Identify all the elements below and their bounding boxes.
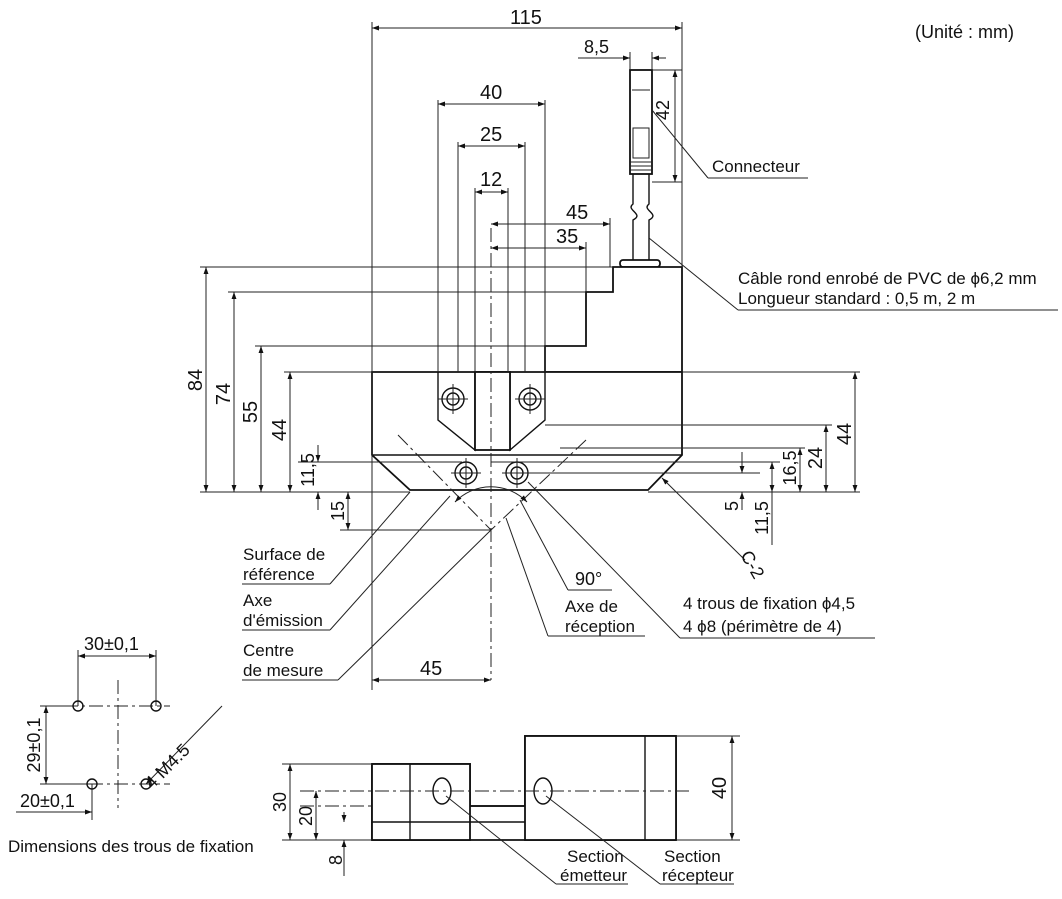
callout-emission-line2: d'émission bbox=[243, 611, 323, 630]
mounting-hole bbox=[451, 458, 481, 488]
callout-cable-line2: Longueur standard : 0,5 m, 2 m bbox=[738, 289, 975, 308]
callout-center-line1: Centre bbox=[243, 641, 294, 660]
dim-connector-width: 8,5 bbox=[584, 37, 609, 57]
angle-arc bbox=[454, 486, 528, 503]
dim-hole-x: 30±0,1 bbox=[84, 634, 139, 654]
callout-holes-line1: 4 trous de fixation ϕ4,5 bbox=[683, 594, 855, 613]
hole-pattern-caption: Dimensions des trous de fixation bbox=[8, 837, 254, 856]
dim-w12: 12 bbox=[480, 169, 502, 191]
dim-side-20: 20 bbox=[296, 806, 316, 826]
callout-center-line2: de mesure bbox=[243, 661, 323, 680]
dim-h44-left: 44 bbox=[269, 419, 291, 441]
reception-axis bbox=[490, 439, 587, 531]
connector-body bbox=[629, 69, 653, 175]
dim-connector-length: 42 bbox=[653, 100, 673, 120]
measuring-slot bbox=[474, 371, 511, 451]
dim-w45: 45 bbox=[566, 202, 588, 224]
housing-lower bbox=[371, 371, 683, 491]
dim-h55: 55 bbox=[240, 401, 262, 423]
thread-label: 4 M4.5 bbox=[141, 740, 194, 793]
thread-hole bbox=[72, 700, 84, 712]
housing-upper bbox=[544, 266, 683, 373]
callout-emitter-line2: émetteur bbox=[560, 866, 627, 885]
cable-connector bbox=[619, 69, 661, 268]
dim-angle: 90° bbox=[575, 569, 602, 589]
callout-emission-line1: Axe bbox=[243, 591, 272, 610]
dim-w25: 25 bbox=[480, 124, 502, 146]
callout-reception-line2: réception bbox=[565, 617, 635, 636]
dim-w35: 35 bbox=[556, 226, 578, 248]
callout-ref-surface-line2: référence bbox=[243, 565, 315, 584]
callout-receiver-line1: Section bbox=[664, 847, 721, 866]
dim-side-8: 8 bbox=[326, 855, 346, 865]
emitter-section bbox=[371, 763, 471, 841]
dim-h74: 74 bbox=[213, 383, 235, 405]
dim-w40: 40 bbox=[480, 82, 502, 104]
callout-holes-line2: 4 ϕ8 (périmètre de 4) bbox=[683, 617, 842, 636]
dim-h15: 15 bbox=[328, 501, 348, 521]
dim-overall-width: 115 bbox=[510, 7, 542, 29]
dim-chamfer: C-2 bbox=[737, 547, 769, 582]
dim-hole-y: 29±0,1 bbox=[24, 718, 44, 773]
dim-h24: 24 bbox=[805, 447, 827, 469]
callout-cable-line1: Câble rond enrobé de PVC de ϕ6,2 mm bbox=[738, 269, 1037, 288]
hole-pattern: 30±0,1 29±0,1 20±0,1 4 M4.5 Dimensions d… bbox=[8, 634, 254, 856]
unit-note: (Unité : mm) bbox=[915, 22, 1014, 42]
callout-reception-line1: Axe de bbox=[565, 597, 618, 616]
dim-h11-5-left: 11,5 bbox=[298, 453, 318, 487]
callout-receiver-line2: récepteur bbox=[662, 866, 734, 885]
top-view: 115 8,5 42 40 25 12 45 35 bbox=[185, 7, 1058, 690]
mounting-hole bbox=[438, 384, 468, 414]
callout-connector: Connecteur bbox=[712, 157, 800, 176]
callout-ref-surface-line1: Surface de bbox=[243, 545, 325, 564]
cable bbox=[630, 174, 638, 262]
dim-hole-offset: 20±0,1 bbox=[20, 791, 75, 811]
dim-side-30: 30 bbox=[270, 792, 290, 812]
dim-h44-right: 44 bbox=[834, 423, 856, 445]
receiver-section bbox=[524, 735, 677, 841]
callout-emitter-line1: Section bbox=[567, 847, 624, 866]
emission-axis bbox=[397, 434, 492, 531]
side-view: 30 20 8 40 Section émetteur Section réce… bbox=[270, 735, 740, 885]
dim-center-offset: 45 bbox=[420, 658, 442, 680]
dim-h11-5-right: 11,5 bbox=[752, 501, 772, 535]
mounting-hole bbox=[515, 384, 545, 414]
dim-h84: 84 bbox=[185, 369, 207, 391]
thread-hole bbox=[150, 700, 162, 712]
dim-h16-5: 16,5 bbox=[780, 450, 800, 485]
dim-h5: 5 bbox=[722, 501, 742, 511]
dim-side-40: 40 bbox=[709, 777, 731, 799]
